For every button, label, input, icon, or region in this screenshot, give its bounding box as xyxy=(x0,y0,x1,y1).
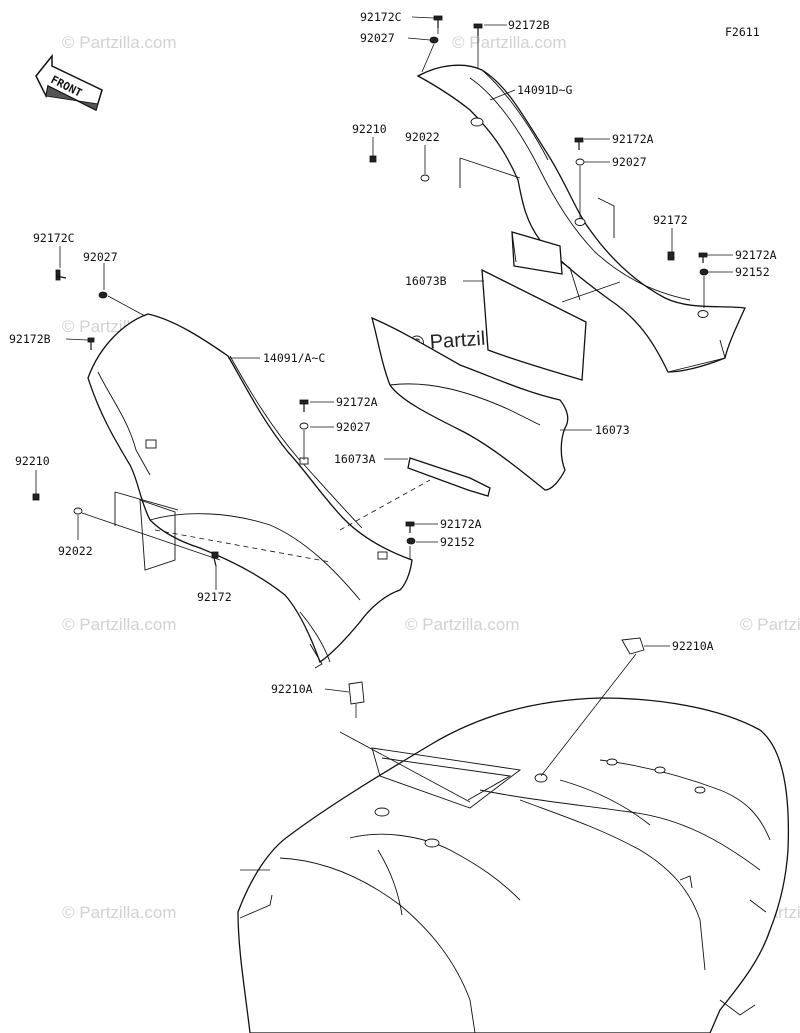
part-label: 92172 xyxy=(197,590,232,604)
screw-icon xyxy=(698,252,708,263)
washer-icon xyxy=(98,291,108,299)
screw-icon xyxy=(473,23,483,36)
front-arrow-icon: FRONT xyxy=(35,53,103,112)
watermark-text: © Partzilla.com xyxy=(740,615,800,634)
washer-icon xyxy=(73,507,83,515)
part-label: 92152 xyxy=(735,265,770,279)
watermark-text: © Partzilla.com xyxy=(405,615,520,634)
part-label: 92172A xyxy=(735,248,777,262)
watermark-text: © Partzilla.com xyxy=(62,33,177,52)
front-fender xyxy=(237,697,790,1033)
screw-icon xyxy=(405,521,415,533)
part-label: 16073A xyxy=(334,452,376,466)
leader-lines xyxy=(35,16,733,871)
strip-16073A xyxy=(407,457,491,497)
screw-icon xyxy=(433,15,443,28)
clip-icon xyxy=(348,681,365,705)
part-label: 92172A xyxy=(612,132,654,146)
watermark-text: © Partzilla.com xyxy=(452,33,567,52)
clip-icon xyxy=(699,268,709,276)
nut-icon xyxy=(32,493,40,501)
watermark-text: © Partzilla.com xyxy=(62,903,177,922)
part-label: 92210 xyxy=(15,454,50,468)
part-label: 92172A xyxy=(440,517,482,531)
hardware xyxy=(32,15,709,705)
nut-icon xyxy=(369,155,377,163)
part-label: 92172C xyxy=(360,10,402,24)
part-label: 92022 xyxy=(405,130,440,144)
part-label: 92210 xyxy=(352,122,387,136)
panel-16073B xyxy=(481,268,587,381)
clip-icon xyxy=(406,537,416,545)
part-label: 16073 xyxy=(595,423,630,437)
washer-icon xyxy=(429,36,439,44)
part-label: 16073B xyxy=(405,274,447,288)
screw-icon xyxy=(299,399,309,412)
washer-icon xyxy=(575,158,585,166)
part-label: 92027 xyxy=(360,31,395,45)
part-label: 92210A xyxy=(271,682,313,696)
part-label: 92027 xyxy=(336,420,371,434)
screw-icon xyxy=(87,337,95,350)
part-label: 92172A xyxy=(336,395,378,409)
watermark-text: © Partzilla.com xyxy=(62,615,177,634)
washer-icon xyxy=(420,174,430,182)
washer-icon xyxy=(299,422,309,430)
part-label: 92172 xyxy=(653,213,688,227)
figure-code: F2611 xyxy=(725,25,760,39)
screw-icon xyxy=(55,269,67,281)
part-label: 14091D~G xyxy=(517,83,572,97)
panel-16073 xyxy=(371,316,569,491)
part-label: 92210A xyxy=(672,639,714,653)
part-label: 92027 xyxy=(83,250,118,264)
right-side-cover xyxy=(416,64,746,373)
part-label: 92022 xyxy=(58,544,93,558)
part-label: 92027 xyxy=(612,155,647,169)
part-label: 92152 xyxy=(440,535,475,549)
part-label: 92172C xyxy=(33,231,75,245)
part-label: 92172B xyxy=(508,18,550,32)
clip-icon xyxy=(621,637,645,655)
part-label: 14091/A~C xyxy=(263,351,325,365)
screw-icon xyxy=(667,251,675,261)
left-side-cover xyxy=(87,313,413,669)
part-labels: 92172C 92172B 92027 14091D~G 92210 92022… xyxy=(9,10,777,696)
screw-icon xyxy=(574,137,584,150)
part-label: 92172B xyxy=(9,332,51,346)
